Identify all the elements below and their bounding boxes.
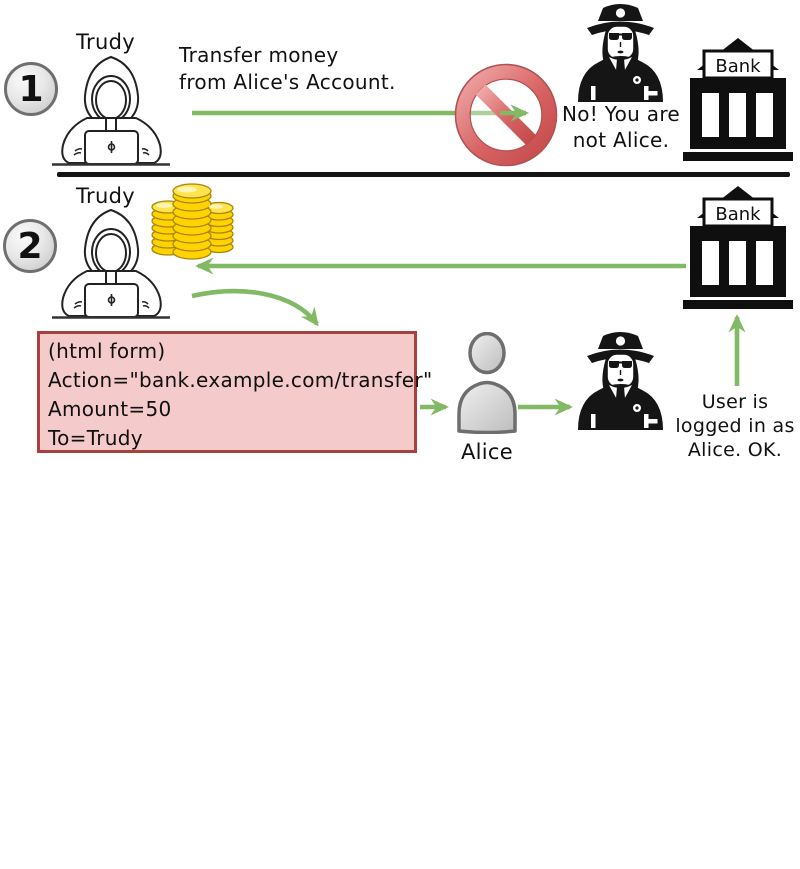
- step-2-number: 2: [17, 225, 43, 267]
- guard-1-reply-line-1: No! You are: [561, 102, 681, 126]
- transfer-request-text: Transfer money from Alice's Account.: [179, 42, 396, 96]
- guard-1-reply-line-2: not Alice.: [572, 128, 670, 152]
- form-line-1: (html form): [48, 339, 166, 363]
- trudy-1-label: Trudy: [76, 30, 135, 54]
- form-line-4: To=Trudy: [48, 426, 143, 450]
- trudy-2-label: Trudy: [76, 184, 135, 208]
- bank-2-sign-text: Bank: [715, 204, 761, 225]
- guard-2-reply-line-3: Alice. OK.: [687, 439, 783, 461]
- section-divider: [57, 172, 790, 177]
- transfer-request-line-2: from Alice's Account.: [179, 70, 396, 94]
- hacker-trudy-1-icon: [48, 52, 175, 170]
- malicious-form-box: (html form) Action="bank.example.com/tra…: [37, 331, 433, 453]
- step-1-badge: 1: [4, 62, 58, 116]
- step-2-badge: 2: [3, 219, 57, 273]
- prohibition-icon: [454, 63, 558, 167]
- bank-1-icon: Bank: [683, 36, 793, 162]
- guard-2-reply-line-1: User is: [701, 391, 769, 413]
- transfer-request-line-1: Transfer money: [179, 43, 339, 67]
- alice-user-icon: [450, 332, 524, 434]
- arrow-trudy-to-form: [191, 288, 319, 327]
- bank-2-icon: Bank: [683, 184, 793, 310]
- guard-2-reply-text: User is logged in as Alice. OK.: [668, 390, 800, 462]
- guard-officer-1-icon: [573, 0, 668, 102]
- bank-1-sign-text: Bank: [715, 56, 761, 77]
- form-line-3: Amount=50: [48, 397, 172, 421]
- step-1-number: 1: [18, 68, 44, 110]
- hacker-trudy-2-icon: [48, 205, 175, 323]
- guard-officer-2-icon: [573, 328, 668, 430]
- guard-1-reply-text: No! You are not Alice.: [548, 101, 694, 153]
- alice-label: Alice: [460, 440, 513, 464]
- form-line-2: Action="bank.example.com/transfer": [48, 368, 433, 392]
- guard-2-reply-line-2: logged in as: [675, 415, 795, 437]
- money-coins-icon: [147, 181, 237, 261]
